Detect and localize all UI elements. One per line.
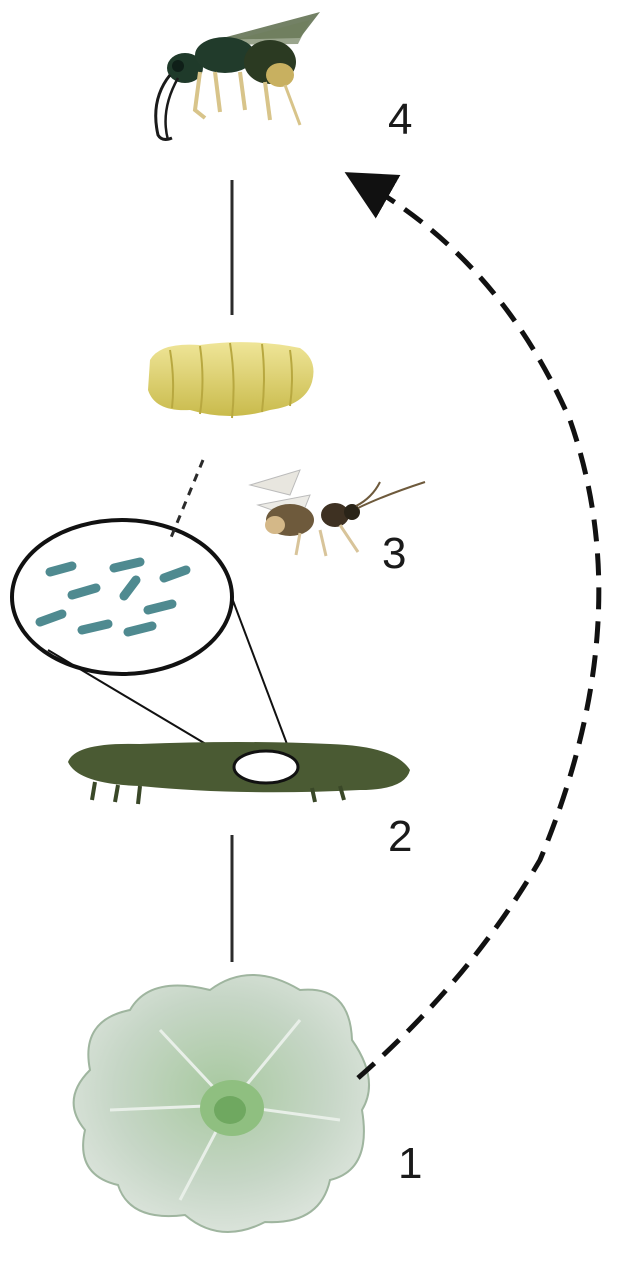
label-1: 1 [398, 1142, 422, 1186]
magnified-larvae-view [12, 520, 232, 674]
magnification-spot [234, 751, 298, 783]
cabbage-plant-image [74, 975, 369, 1232]
parasitoid-wasp-image [156, 12, 320, 140]
zoom-line-right [232, 598, 293, 760]
label-4: 4 [388, 98, 412, 142]
plant-to-wasp-arrow [358, 182, 599, 1078]
cocoon-cluster-image [148, 342, 314, 418]
caterpillar-image [68, 742, 410, 804]
label-2: 2 [388, 815, 412, 859]
label-3: 3 [382, 532, 406, 576]
